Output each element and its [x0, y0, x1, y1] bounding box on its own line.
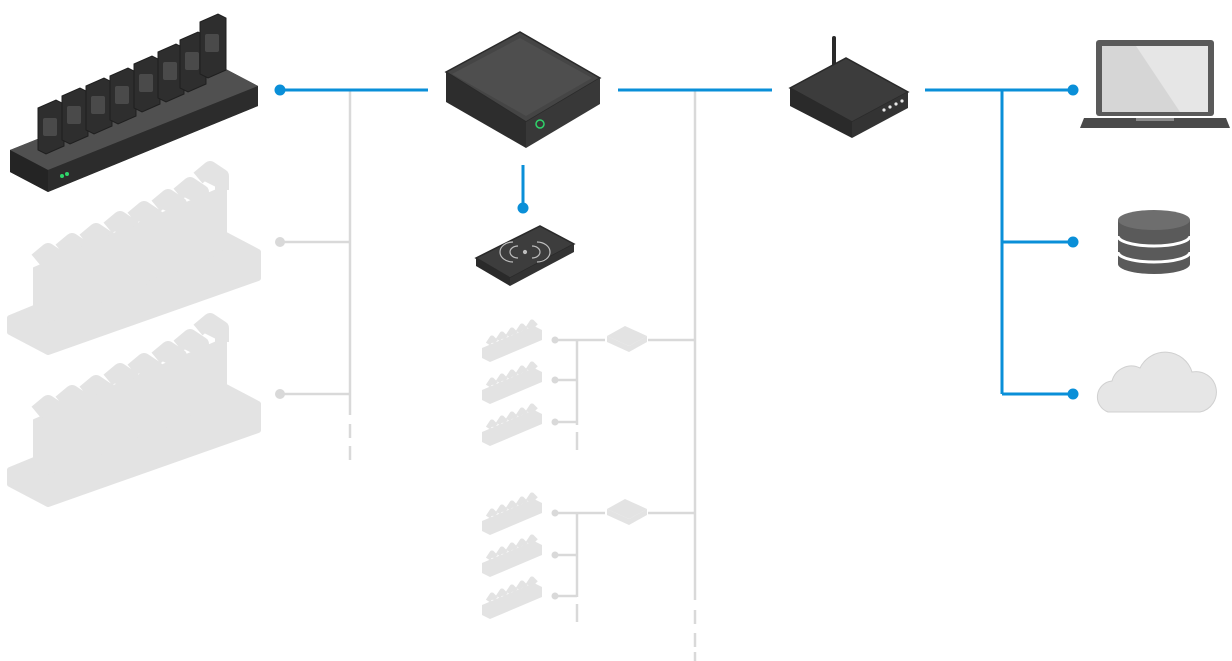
database-icon: [1116, 210, 1192, 274]
active-endpoints: [274, 84, 1079, 400]
system-controller-icon: [607, 499, 647, 525]
inactive-links: [280, 90, 697, 661]
system-controller-icon: [607, 326, 647, 352]
camera-docking-station-icon: [7, 313, 261, 507]
inactive-endpoints: [275, 237, 559, 600]
active-links: [280, 88, 1073, 396]
camera-docking-station-icon: [7, 161, 261, 355]
system-controller-icon: [444, 31, 602, 148]
laptop-icon: [1080, 40, 1230, 128]
router-icon: [788, 36, 910, 138]
cloud-icon: [1096, 351, 1217, 413]
camera-docking-station-icon: [10, 13, 258, 192]
rfid-reader-icon: [474, 225, 576, 286]
